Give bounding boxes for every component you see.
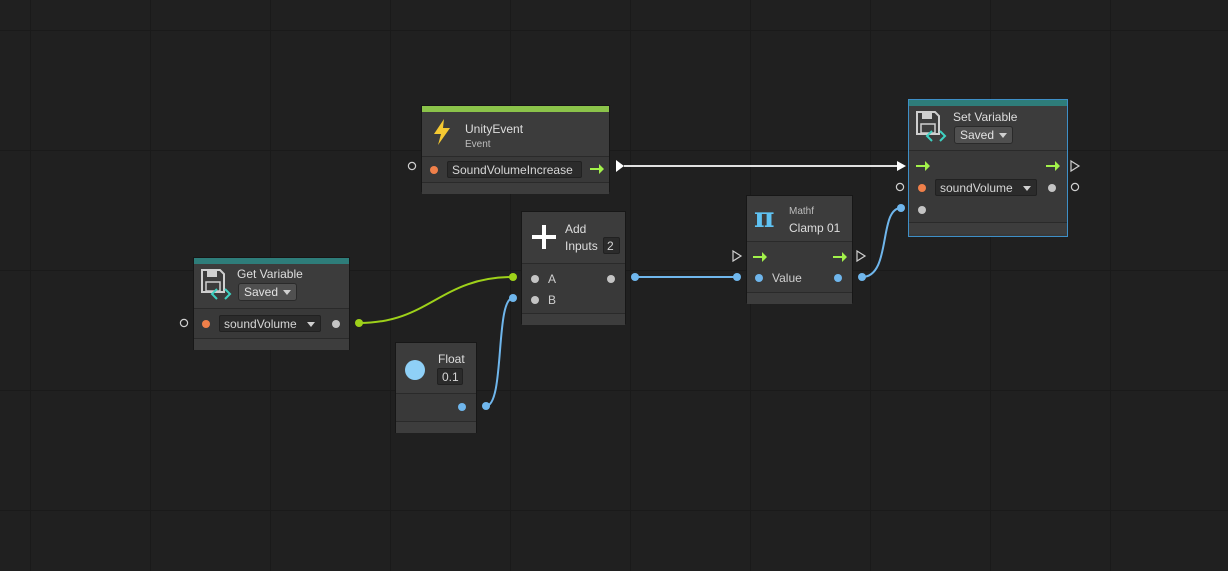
clamp-node-category: Mathf bbox=[789, 206, 815, 217]
save-variable-icon bbox=[201, 269, 232, 300]
flow-in-green-arrow-icon[interactable] bbox=[915, 160, 931, 172]
clamp-flow-in-port[interactable] bbox=[732, 249, 743, 263]
chevron-down-icon bbox=[1023, 186, 1031, 191]
set-node-footer bbox=[909, 223, 1067, 234]
add-node-title: Add bbox=[565, 222, 587, 236]
float-node-body bbox=[396, 394, 476, 422]
get-target-port[interactable] bbox=[179, 318, 189, 328]
add-inputs-label: Inputs bbox=[565, 239, 598, 253]
lightning-icon bbox=[434, 119, 450, 145]
get-output-port[interactable] bbox=[332, 320, 340, 328]
get-variable-name-field[interactable]: soundVolume bbox=[219, 315, 321, 332]
wire-endpoint-get-out[interactable] bbox=[355, 319, 363, 327]
add-inputs-count-field[interactable]: 2 bbox=[603, 237, 620, 254]
chevron-down-icon bbox=[283, 290, 292, 295]
get-node-color-bar bbox=[194, 258, 349, 264]
add-input-b-port[interactable] bbox=[531, 296, 539, 304]
get-node-footer bbox=[194, 339, 349, 350]
set-variable-node[interactable]: Set Variable Saved soundVolume bbox=[908, 99, 1068, 237]
flow-in-green-arrow-icon[interactable] bbox=[752, 251, 768, 263]
clamp-node-header: π Mathf Clamp 01 bbox=[747, 196, 852, 242]
flow-in-arrow-set[interactable] bbox=[897, 161, 906, 171]
get-scope-label: Saved bbox=[244, 285, 279, 299]
flow-out-green-arrow-icon[interactable] bbox=[832, 251, 848, 263]
wire-endpoint-add-a[interactable] bbox=[509, 273, 517, 281]
add-node-body: A B bbox=[522, 264, 625, 314]
plus-icon bbox=[532, 225, 556, 249]
get-node-body: soundVolume bbox=[194, 309, 349, 339]
float-literal-node[interactable]: Float 0.1 bbox=[395, 342, 477, 433]
wire-endpoint-add-out[interactable] bbox=[631, 273, 639, 281]
wire-get-to-add-a[interactable] bbox=[358, 276, 514, 324]
add-node-header: Add Inputs 2 bbox=[522, 212, 625, 264]
wire-endpoint-clamp-in[interactable] bbox=[733, 273, 741, 281]
float-value-field[interactable]: 0.1 bbox=[437, 368, 463, 385]
float-output-port[interactable] bbox=[458, 403, 466, 411]
clamp-flow-out-port[interactable] bbox=[856, 249, 867, 263]
event-target-port[interactable] bbox=[407, 161, 417, 171]
set-variable-name: soundVolume bbox=[940, 181, 1013, 195]
get-name-port[interactable] bbox=[202, 320, 210, 328]
get-node-title: Get Variable bbox=[237, 267, 303, 281]
wire-endpoint-clamp-out[interactable] bbox=[858, 273, 866, 281]
event-node-header: UnityEvent Event bbox=[422, 112, 609, 157]
set-node-body: soundVolume bbox=[909, 151, 1067, 223]
wire-endpoint-add-b[interactable] bbox=[509, 294, 517, 302]
float-node-title: Float bbox=[438, 352, 465, 366]
save-variable-icon bbox=[916, 111, 947, 142]
add-input-b-label: B bbox=[548, 293, 557, 307]
set-scope-dropdown[interactable]: Saved bbox=[954, 126, 1014, 144]
chevron-down-icon bbox=[999, 133, 1008, 138]
clamp-value-in-port[interactable] bbox=[755, 274, 763, 282]
set-target-port[interactable] bbox=[895, 182, 905, 192]
circle-icon bbox=[405, 360, 425, 380]
clamp-value-label: Value bbox=[772, 271, 802, 285]
clamp-node-title: Clamp 01 bbox=[789, 221, 841, 235]
set-node-color-bar bbox=[909, 100, 1067, 106]
event-node-subtitle: Event bbox=[465, 139, 491, 150]
clamp01-node[interactable]: π Mathf Clamp 01 Value bbox=[746, 195, 853, 304]
event-node-body: SoundVolumeIncrease bbox=[422, 157, 609, 183]
set-value-in-port[interactable] bbox=[918, 206, 926, 214]
wire-clamp-to-set[interactable] bbox=[861, 207, 902, 278]
clamp-node-footer bbox=[747, 293, 852, 304]
float-node-footer bbox=[396, 422, 476, 433]
set-scope-label: Saved bbox=[960, 128, 995, 142]
event-node-title: UnityEvent bbox=[465, 122, 524, 136]
get-node-header: Get Variable Saved bbox=[194, 264, 349, 309]
event-name-field[interactable]: SoundVolumeIncrease bbox=[447, 161, 582, 178]
wire-endpoint-float-out[interactable] bbox=[482, 402, 490, 410]
wire-float-to-add-b[interactable] bbox=[485, 297, 514, 407]
set-name-port[interactable] bbox=[918, 184, 926, 192]
pi-icon: π bbox=[754, 201, 775, 234]
flow-out-green-arrow-icon[interactable] bbox=[589, 163, 605, 175]
add-node-footer bbox=[522, 314, 625, 325]
chevron-down-icon bbox=[307, 322, 315, 327]
add-output-port[interactable] bbox=[607, 275, 615, 283]
add-input-a-label: A bbox=[548, 272, 557, 286]
flow-out-green-arrow-icon[interactable] bbox=[1045, 160, 1061, 172]
clamp-node-body: Value bbox=[747, 242, 852, 293]
set-output-port[interactable] bbox=[1048, 184, 1056, 192]
event-node-color-bar bbox=[422, 106, 609, 112]
event-name-port[interactable] bbox=[430, 166, 438, 174]
set-variable-name-field[interactable]: soundVolume bbox=[935, 179, 1037, 196]
set-value-out-port[interactable] bbox=[1070, 182, 1080, 192]
float-node-header: Float 0.1 bbox=[396, 343, 476, 394]
add-node[interactable]: Add Inputs 2 A B bbox=[521, 211, 626, 325]
get-scope-dropdown[interactable]: Saved bbox=[238, 283, 298, 301]
unity-event-node[interactable]: UnityEvent Event SoundVolumeIncrease bbox=[421, 105, 610, 194]
set-node-title: Set Variable bbox=[953, 110, 1018, 124]
set-node-header: Set Variable Saved bbox=[909, 106, 1067, 151]
get-variable-name: soundVolume bbox=[224, 317, 297, 331]
flow-out-arrow-event[interactable] bbox=[616, 160, 624, 172]
add-input-a-port[interactable] bbox=[531, 275, 539, 283]
get-variable-node[interactable]: Get Variable Saved soundVolume bbox=[193, 257, 350, 350]
clamp-output-port[interactable] bbox=[834, 274, 842, 282]
wire-endpoint-set-in[interactable] bbox=[897, 204, 905, 212]
event-node-footer bbox=[422, 183, 609, 194]
set-flow-out-port[interactable] bbox=[1070, 159, 1081, 173]
